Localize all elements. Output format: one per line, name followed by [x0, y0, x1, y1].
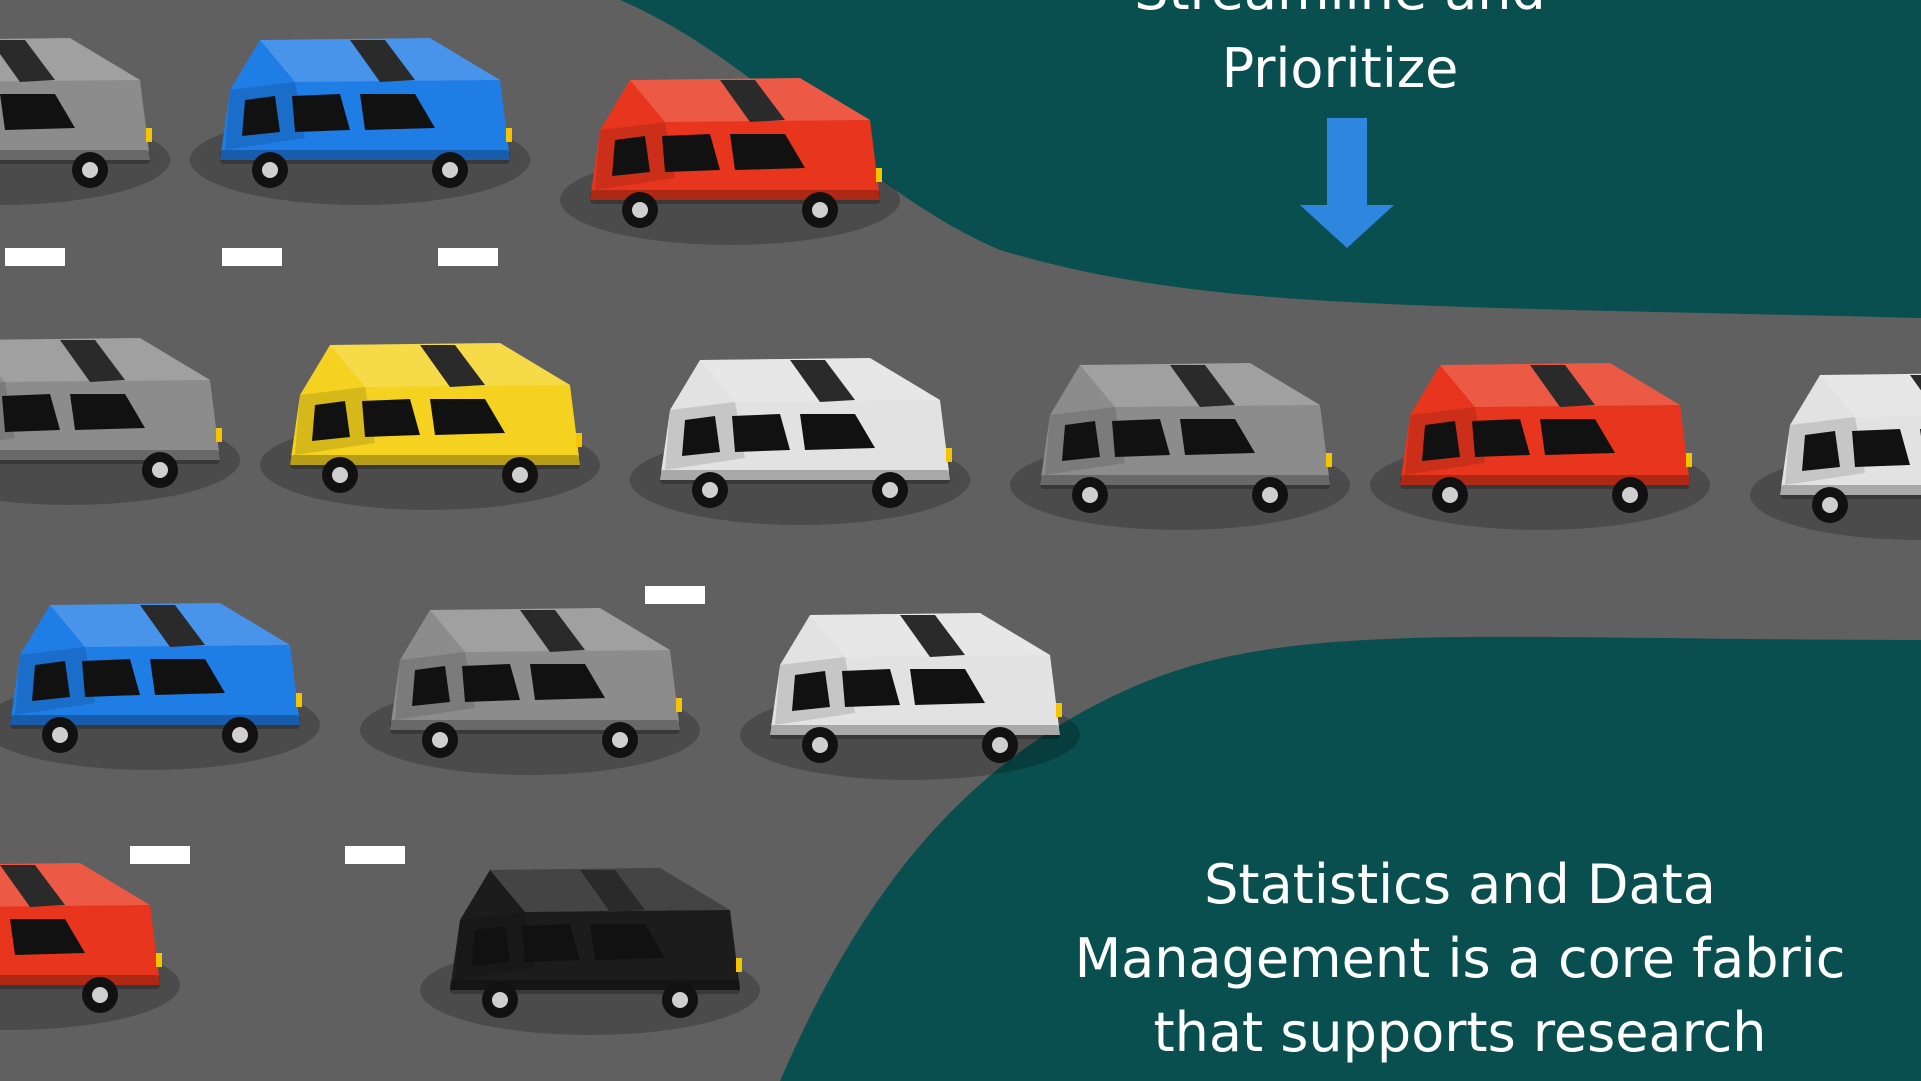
top-caption-line-1: Streamline and — [1060, 0, 1620, 30]
lane-mark — [222, 248, 282, 266]
bottom-caption-line-2: Management is a core fabric — [1074, 927, 1846, 990]
lane-mark — [645, 586, 705, 604]
down-arrow-icon — [1300, 118, 1394, 248]
lane-mark — [438, 248, 498, 266]
top-caption: Streamline and Prioritize — [1060, 0, 1620, 108]
lane-mark — [345, 846, 405, 864]
bottom-caption-line-1: Statistics and Data — [1204, 853, 1716, 916]
bottom-caption-line-3: that supports research — [1153, 1001, 1767, 1064]
top-caption-line-2: Prioritize — [1221, 37, 1459, 100]
lane-markings — [5, 248, 705, 864]
lane-mark — [130, 846, 190, 864]
bottom-caption: Statistics and Data Management is a core… — [1060, 848, 1860, 1070]
lane-mark — [5, 248, 65, 266]
